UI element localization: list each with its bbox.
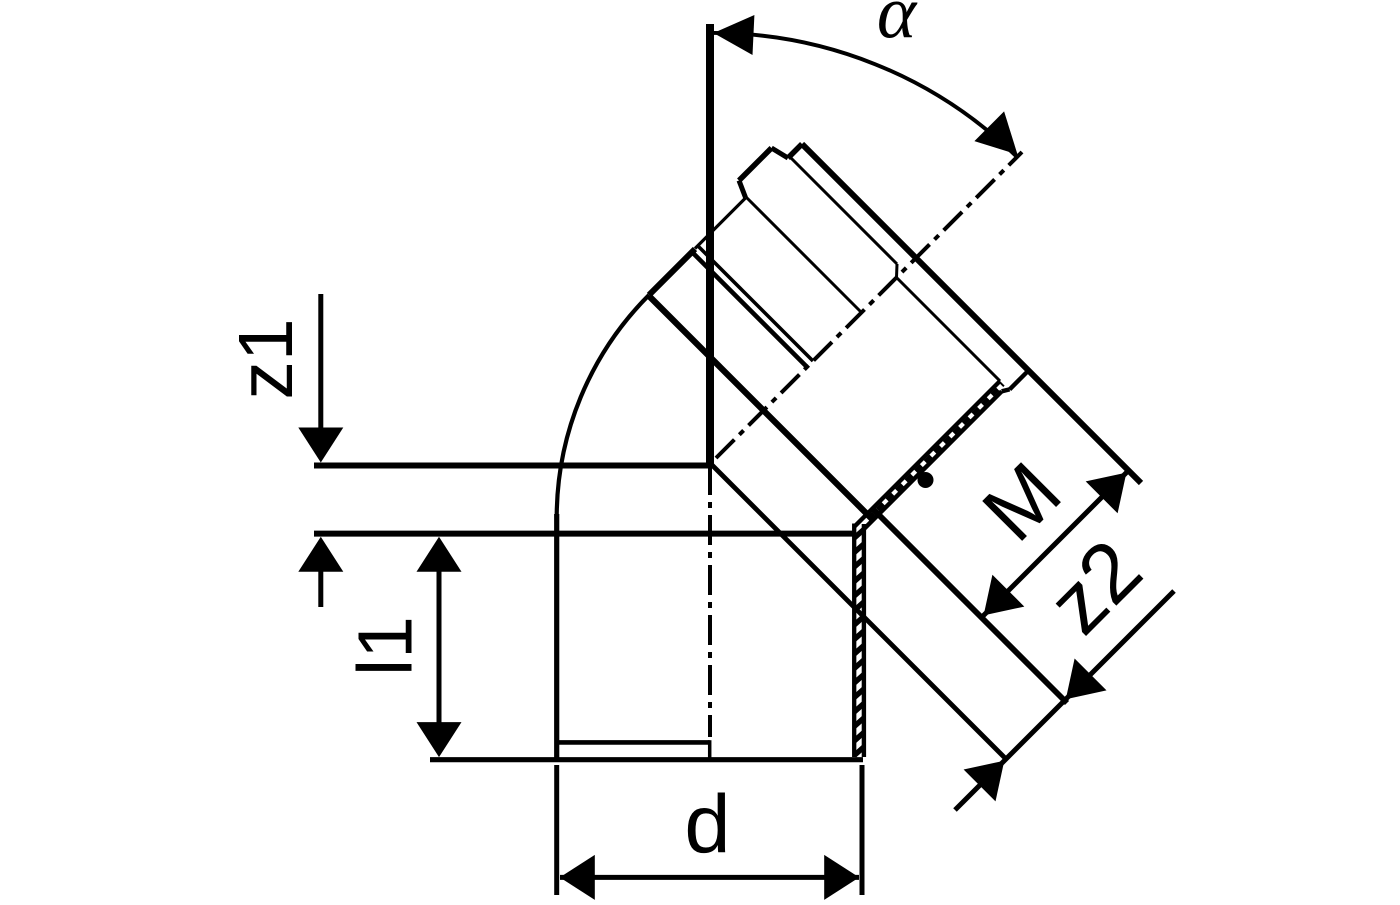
svg-text:d: d (684, 778, 730, 871)
svg-text:l1: l1 (343, 616, 429, 676)
svg-text:α: α (877, 0, 918, 55)
svg-text:z1: z1 (223, 318, 309, 399)
